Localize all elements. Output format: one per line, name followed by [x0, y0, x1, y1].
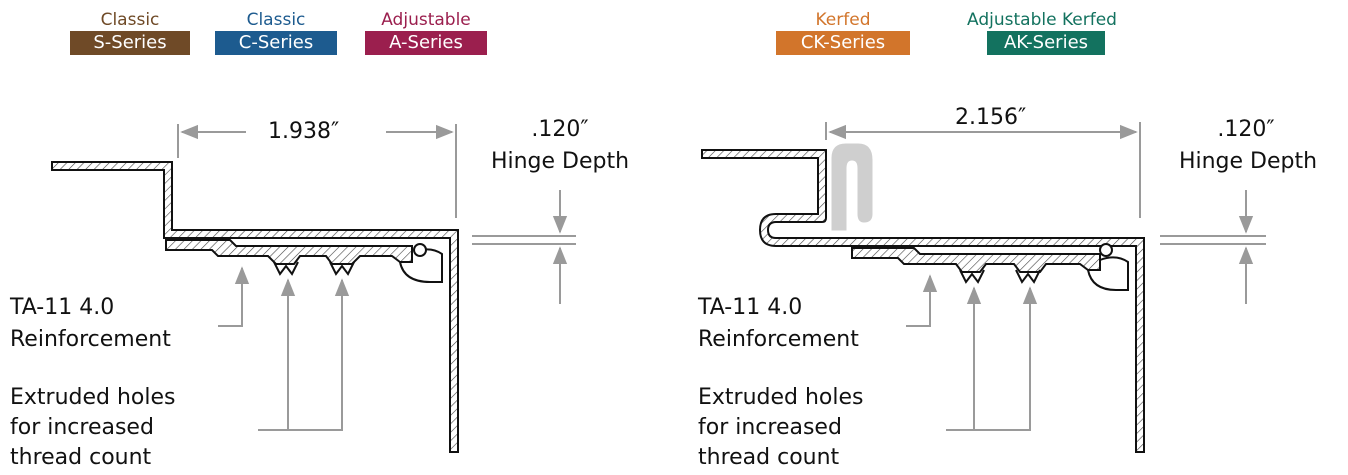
right-frame-leaf	[701, 149, 1145, 453]
right-holes-label-line1: Extruded holes	[698, 385, 864, 410]
right-extruded-hole-1	[959, 269, 985, 284]
left-reinforcement-plate	[165, 239, 413, 265]
right-pin	[1099, 243, 1113, 257]
left-reinforcement-label-line1: TA-11 4.0	[10, 295, 115, 320]
tag-s-series: Classic S-Series	[70, 10, 190, 55]
tag-caption: Adjustable	[381, 10, 471, 30]
left-extruded-hole-2	[329, 261, 355, 276]
right-depth-value: .120″	[1217, 117, 1275, 142]
left-pin	[413, 243, 427, 257]
left-frame-leaf	[51, 161, 459, 453]
right-reinforcement-plate	[851, 247, 1101, 273]
right-extruded-hole-2	[1015, 269, 1041, 284]
tag-label: AK-Series	[987, 31, 1105, 55]
right-reinforcement-label-line1: TA-11 4.0	[698, 295, 803, 320]
left-depth-label: Hinge Depth	[490, 149, 630, 174]
left-holes-label-line2: for increased	[10, 415, 154, 440]
left-holes-label-line3: thread count	[10, 445, 152, 470]
tag-c-series: Classic C-Series	[215, 10, 337, 55]
tag-caption: Classic	[246, 10, 306, 30]
tag-label: C-Series	[215, 31, 337, 55]
left-dimensions	[177, 124, 576, 431]
tag-caption: Kerfed	[815, 10, 871, 30]
right-knuckle-curl	[1087, 256, 1129, 291]
tag-a-series: Adjustable A-Series	[365, 10, 487, 55]
tag-caption: Adjustable Kerfed	[967, 10, 1117, 30]
right-kerf-insert	[831, 143, 873, 231]
right-holes-label-line2: for increased	[698, 415, 842, 440]
left-extruded-hole-1	[273, 261, 299, 276]
right-dimensions	[825, 122, 1266, 431]
tag-label: S-Series	[70, 31, 190, 55]
left-depth-value: .120″	[531, 117, 589, 142]
left-reinforcement-label-line2: Reinforcement	[10, 327, 171, 352]
left-hinge-profile	[51, 161, 459, 453]
left-holes-label-line1: Extruded holes	[10, 385, 176, 410]
right-depth-label: Hinge Depth	[1178, 149, 1318, 174]
left-width-dimension: 1.938″	[268, 119, 340, 144]
right-reinforcement-label-line2: Reinforcement	[698, 327, 859, 352]
tag-label: A-Series	[365, 31, 487, 55]
right-holes-label-line3: thread count	[698, 445, 840, 470]
tag-ak-series: Adjustable Kerfed AK-Series	[952, 10, 1132, 55]
tag-ck-series: Kerfed CK-Series	[776, 10, 910, 55]
tag-caption: Classic	[100, 10, 160, 30]
right-hinge-profile	[701, 143, 1145, 453]
right-width-dimension: 2.156″	[955, 105, 1027, 130]
tag-label: CK-Series	[776, 31, 910, 55]
